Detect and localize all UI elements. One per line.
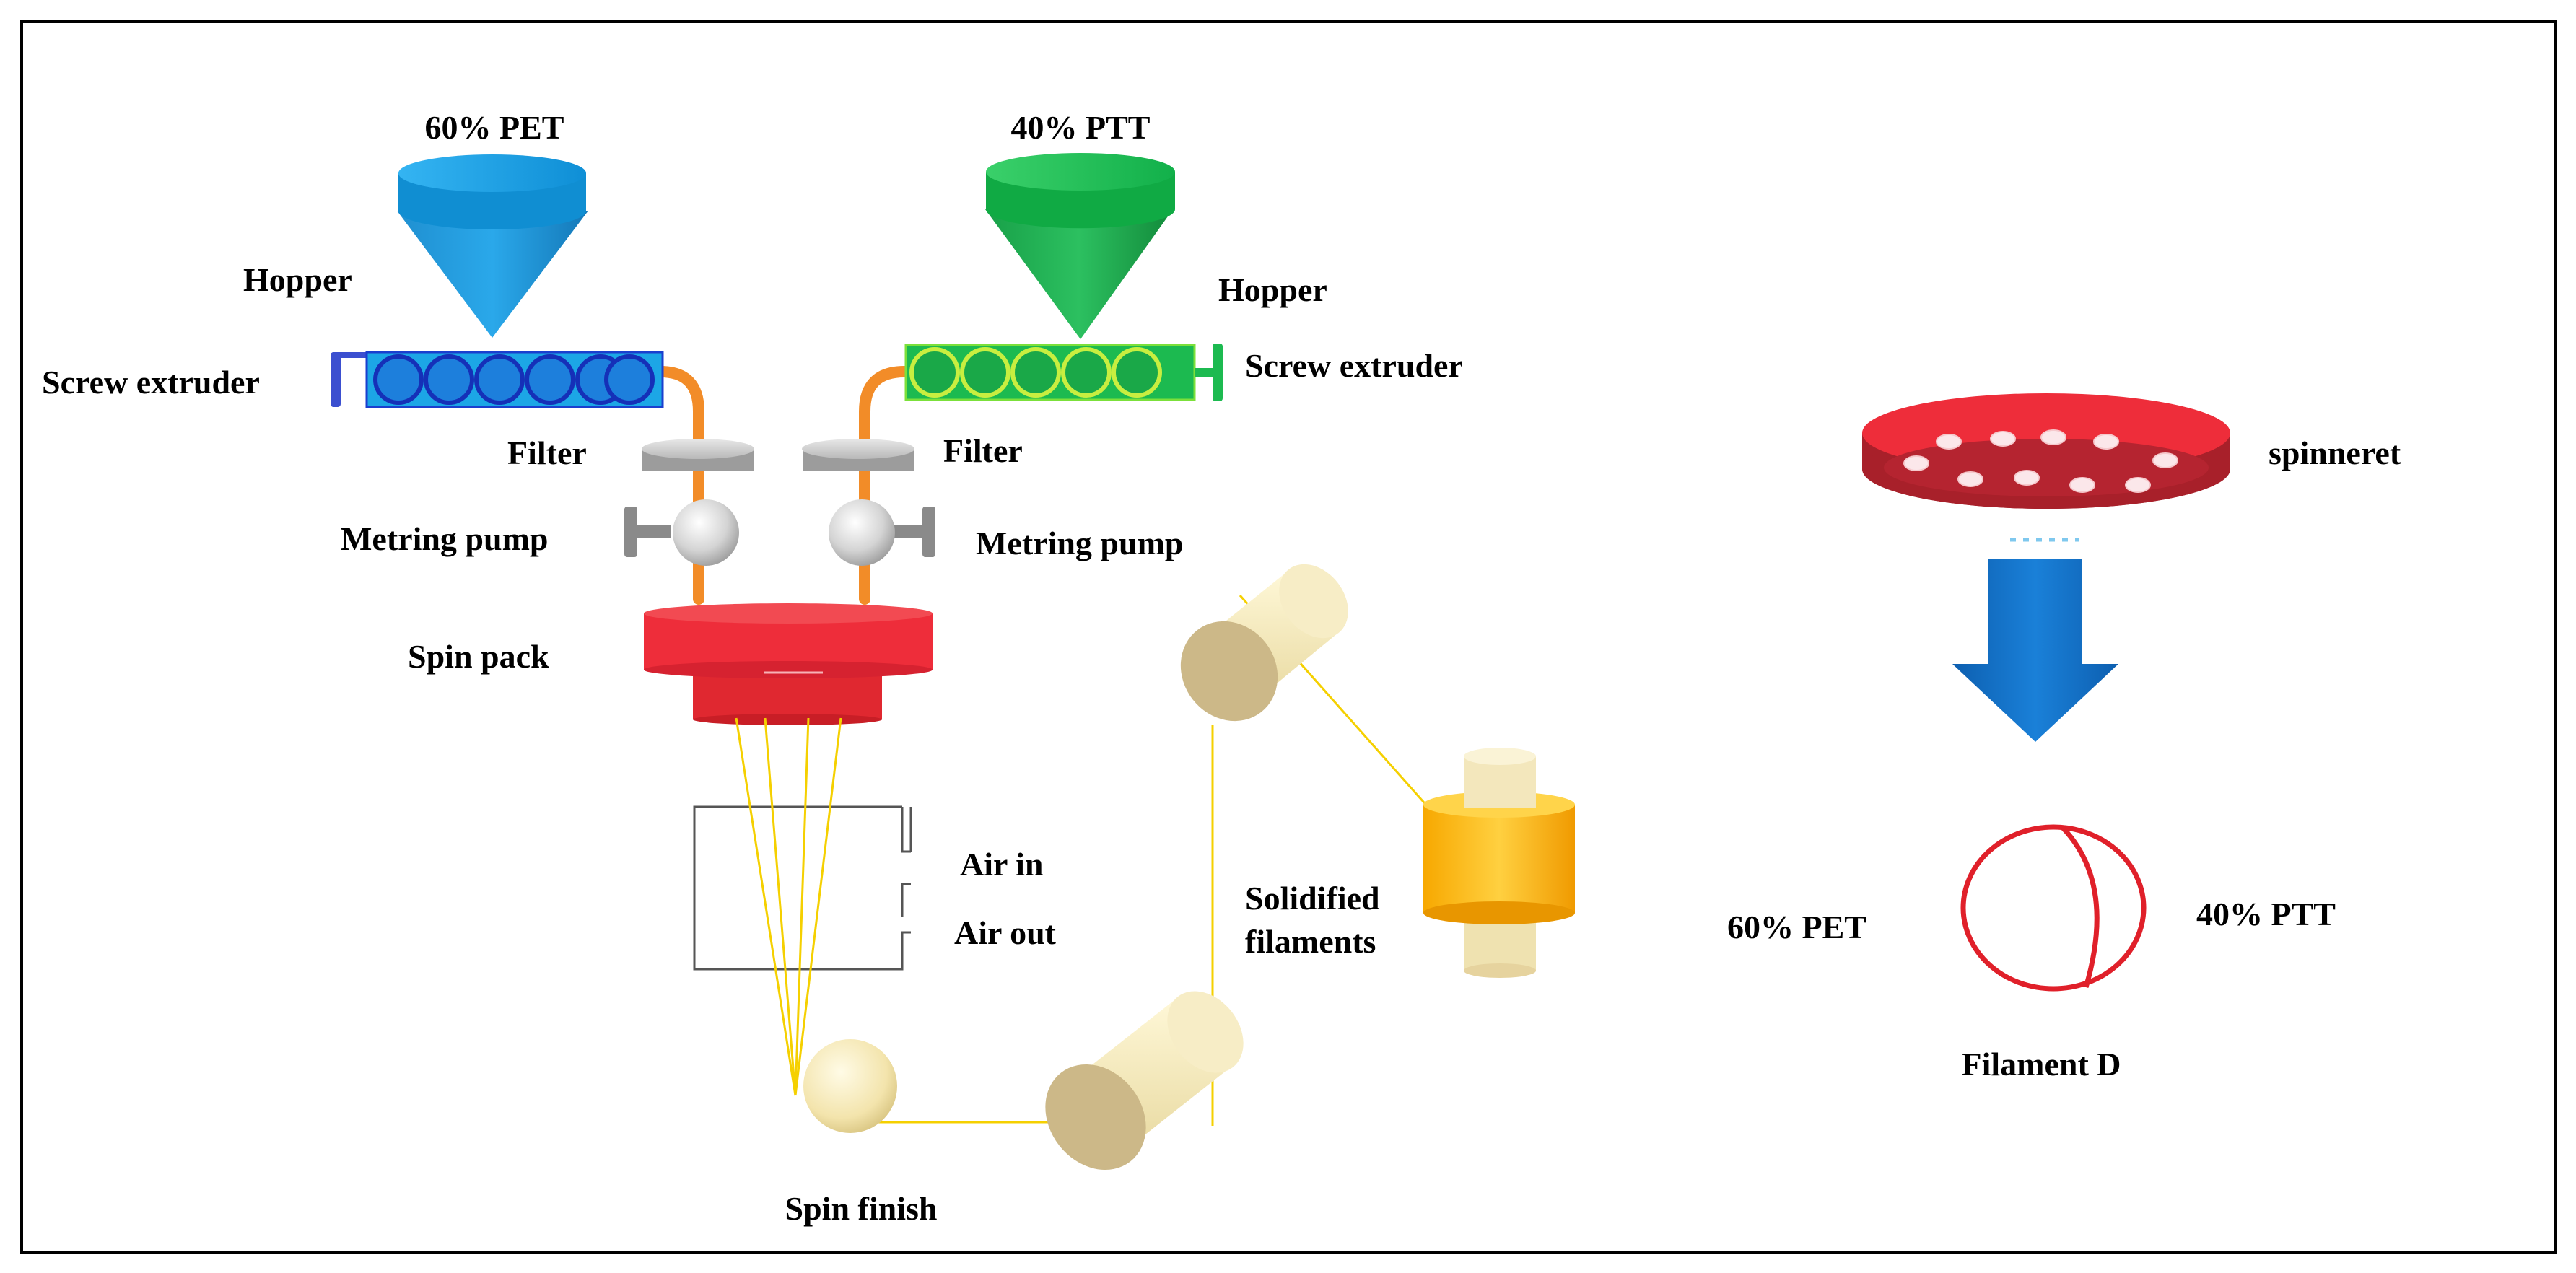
cross-section-interface: [2061, 826, 2100, 988]
label-metring-pump-right: Metring pump: [976, 525, 1184, 561]
label-hopper-right: Hopper: [1218, 271, 1327, 308]
winder-bobbin: [1423, 748, 1575, 978]
label-cross-section-right: 40% PTT: [2196, 896, 2336, 932]
hopper-right: [985, 153, 1175, 339]
hopper-left: [397, 154, 588, 338]
labels: 60% PET 40% PTT Hopper Hopper Screw extr…: [42, 109, 2401, 1227]
melt-lines: [655, 366, 910, 605]
label-spin-pack: Spin pack: [408, 638, 549, 675]
godet-roller-lower: [1045, 991, 1244, 1171]
label-filament: Filament D: [1961, 1046, 2121, 1082]
label-filter-left: Filter: [507, 434, 587, 471]
filter-left: [642, 439, 754, 471]
label-hopper-left: Hopper: [243, 261, 352, 298]
label-screw-extruder-left: Screw extruder: [42, 364, 260, 401]
melt-line-right: [859, 366, 910, 605]
label-screw-extruder-right: Screw extruder: [1245, 347, 1463, 384]
label-air-out: Air out: [954, 914, 1057, 951]
label-spin-finish: Spin finish: [785, 1190, 938, 1227]
label-spinneret: spinneret: [2269, 434, 2401, 471]
spin-pack: [644, 603, 933, 725]
cross-section-outline: [1960, 824, 2147, 992]
filament-cross-section: [1960, 824, 2147, 992]
label-solidified-line1: Solidified: [1245, 880, 1380, 917]
label-metring-pump-left: Metring pump: [341, 520, 549, 557]
spin-finish-roller: [803, 1039, 897, 1133]
spinneret: [1862, 393, 2230, 509]
spinneret-holes: [1903, 429, 2178, 493]
filter-right: [802, 439, 914, 471]
screw-extruder-right: [904, 344, 1223, 401]
down-arrow-icon: [1952, 559, 2118, 742]
metring-pump-left: [624, 499, 739, 566]
screw-extruder-left: [331, 351, 664, 408]
metring-pump-right: [829, 499, 935, 566]
label-hopper-left-material: 60% PET: [425, 109, 564, 146]
label-hopper-right-material: 40% PTT: [1011, 109, 1151, 146]
label-air-in: Air in: [960, 846, 1043, 883]
label-filter-right: Filter: [943, 432, 1023, 469]
label-cross-section-left: 60% PET: [1727, 909, 1866, 945]
godet-roller-upper: [1180, 564, 1348, 722]
quench-chamber: [693, 805, 912, 971]
melt-line-left: [655, 366, 704, 605]
label-solidified-line2: filaments: [1245, 923, 1376, 960]
